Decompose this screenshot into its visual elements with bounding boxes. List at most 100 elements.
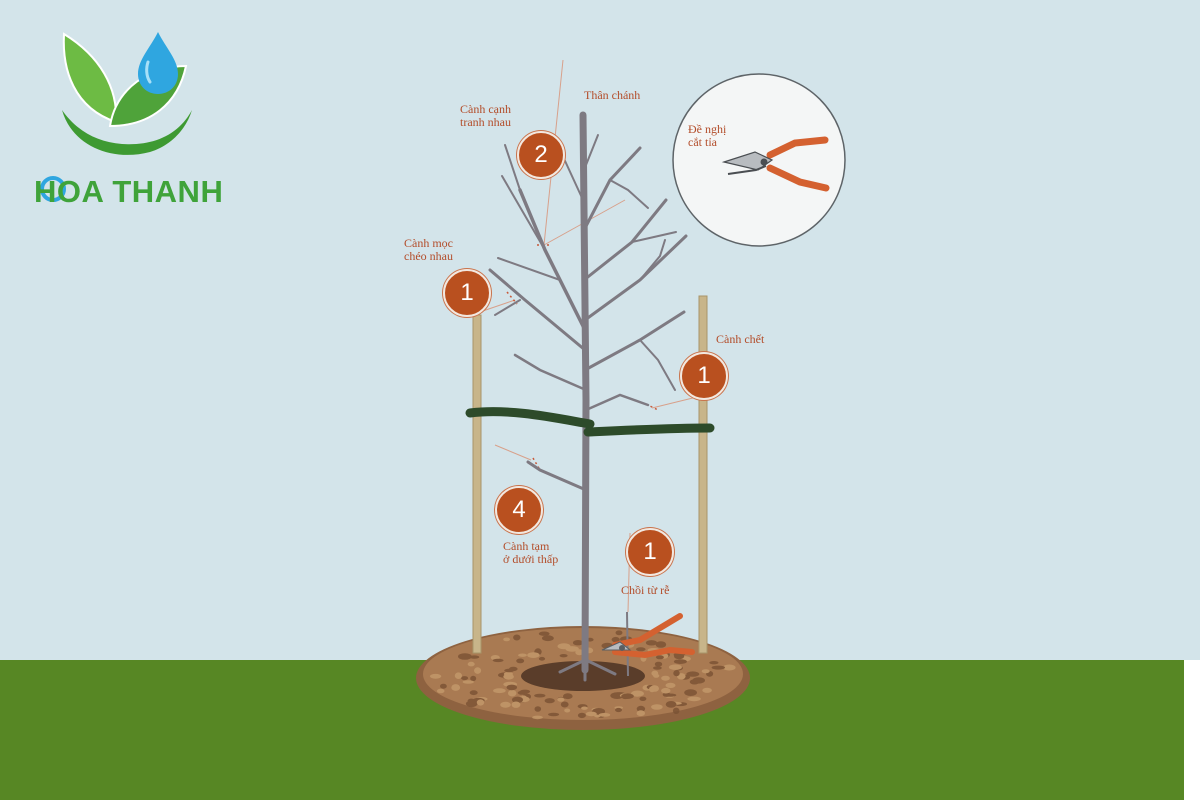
- mulch-chip: [476, 699, 485, 706]
- mulch-chip: [511, 696, 524, 703]
- ground-shears-icon: [601, 613, 695, 659]
- mulch-chip: [516, 658, 525, 664]
- image-edge: [1184, 660, 1200, 800]
- badge-sucker: 1: [626, 528, 674, 576]
- logo-o-drop-icon: [40, 176, 66, 202]
- left-stake: [472, 314, 482, 654]
- mulch-chip: [672, 707, 680, 714]
- label-competing-line-1: Cành cạnh: [460, 102, 511, 116]
- mulch-chip: [462, 680, 474, 684]
- mulch-chip: [611, 636, 620, 643]
- label-temporary-line-1: Cành tạm: [503, 539, 550, 553]
- mulch-chip: [534, 693, 546, 698]
- brand-name: HOA THANH: [34, 174, 224, 209]
- badge-dead: 1: [680, 352, 728, 400]
- mulch-chip: [465, 700, 478, 707]
- logo-icon: [40, 32, 192, 202]
- mulch-chip: [645, 640, 658, 646]
- mulch-chip: [565, 646, 579, 652]
- mulch-chip: [665, 682, 676, 689]
- mulch-chip: [500, 701, 511, 708]
- mulch-chip: [470, 675, 477, 682]
- label-main-trunk: Thân chánh: [584, 88, 641, 102]
- badge-crossing: 1: [443, 269, 491, 317]
- mulch-chip: [621, 693, 634, 699]
- mulch-chip: [469, 690, 478, 696]
- mulch-chip: [653, 666, 662, 670]
- mulch-chip: [655, 641, 667, 648]
- mulch-chip: [493, 688, 506, 694]
- badge-temporary: 4: [495, 486, 543, 534]
- right-stake: [698, 295, 708, 654]
- mulch-chip: [651, 704, 663, 710]
- mulch-chip: [664, 693, 677, 697]
- mulch-chip: [532, 715, 543, 720]
- mulch-chip: [458, 653, 472, 660]
- label-crossing-line-1: Cành mọc: [404, 236, 453, 250]
- mulch-chip: [689, 679, 700, 685]
- mulch-chip: [722, 664, 736, 671]
- badge-competing: 2: [517, 131, 565, 179]
- mulch-chip: [492, 658, 504, 663]
- tree: [488, 111, 688, 682]
- mulch-chip: [544, 698, 555, 704]
- mulch-chip: [454, 672, 462, 679]
- mulch-chip: [636, 705, 646, 713]
- mulch-chip: [511, 701, 521, 708]
- mulch-chip: [631, 690, 644, 697]
- label-competing-line-2: tranh nhau: [460, 115, 511, 129]
- mulch-chip: [560, 701, 569, 708]
- mulch-chip: [513, 634, 521, 641]
- mulch-chip: [673, 659, 687, 664]
- mulch-chip: [709, 661, 719, 665]
- mulch-chip: [534, 706, 542, 712]
- mulch-chip: [577, 712, 586, 719]
- mulch-chip: [687, 696, 701, 702]
- mulch-chip: [440, 683, 447, 689]
- mulch-chip: [636, 647, 646, 652]
- mulch-chip: [517, 690, 527, 695]
- shears-inset: [672, 73, 846, 247]
- mulch-chip: [673, 670, 680, 677]
- swoosh-icon: [62, 110, 192, 155]
- mulch-chip: [686, 671, 700, 677]
- mulch-chip: [564, 708, 571, 713]
- mulch-chip: [563, 693, 573, 700]
- inset-shears-icon: [721, 136, 830, 192]
- tree-tie-left: [465, 407, 595, 429]
- mulch-chip: [661, 675, 670, 681]
- mulch-chip: [429, 673, 442, 679]
- mulch-chip: [469, 655, 480, 659]
- mulch-chip: [461, 676, 469, 681]
- mulch-chip: [518, 653, 527, 657]
- mulch-chip: [654, 661, 663, 667]
- mulch-chip: [538, 631, 550, 636]
- mulch-chip: [661, 687, 671, 694]
- label-crossing-line-2: chéo nhau: [404, 249, 453, 263]
- label-root-sucker: Chồi từ rễ: [621, 583, 670, 597]
- mulch-chip: [575, 649, 584, 656]
- water-drop-icon: [138, 32, 178, 94]
- mulch-chip: [701, 669, 710, 674]
- inset-label-line-1: Đề nghị: [688, 122, 727, 136]
- mulch-chip: [651, 670, 659, 677]
- mulch-chip: [508, 689, 517, 697]
- label-dead-branch: Cành chết: [716, 332, 765, 346]
- mulch-chip: [585, 711, 597, 717]
- mulch-chip: [548, 712, 560, 717]
- mulch-chip: [665, 701, 677, 708]
- mulch-chip: [503, 637, 510, 642]
- mulch-chip: [598, 713, 611, 717]
- mulch-chip: [538, 656, 546, 661]
- mulch-chip: [581, 706, 588, 710]
- mulch-chip: [503, 673, 514, 680]
- tree-tie-right: [583, 423, 715, 437]
- mulch-chip: [504, 668, 514, 673]
- inset-label-line-2: cắt tỉa: [688, 135, 717, 149]
- mulch-chip: [559, 654, 568, 658]
- mulch-chip: [711, 665, 725, 670]
- mulch-chip: [474, 667, 482, 674]
- mulch-chip: [542, 635, 554, 642]
